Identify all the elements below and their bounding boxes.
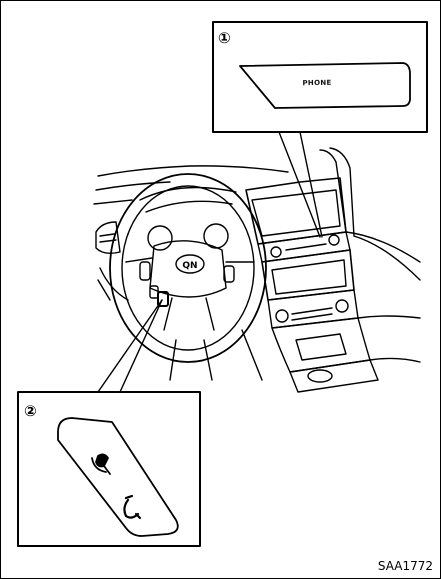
mic-icon — [92, 454, 110, 474]
callout-2-leader — [98, 300, 162, 392]
phone-button-label: PHONE — [292, 79, 342, 88]
callout-2-box — [18, 392, 200, 546]
callout-2-number: ② — [24, 402, 37, 420]
steering-switch-panel — [58, 418, 178, 536]
phone-handset-icon — [124, 496, 140, 518]
svg-text:QN: QN — [182, 261, 197, 271]
callout-1-leader-2 — [300, 132, 322, 237]
callout-1-box — [213, 22, 427, 132]
callout-1-number: ① — [218, 29, 231, 47]
figure-id: SAA1772 — [378, 559, 433, 573]
